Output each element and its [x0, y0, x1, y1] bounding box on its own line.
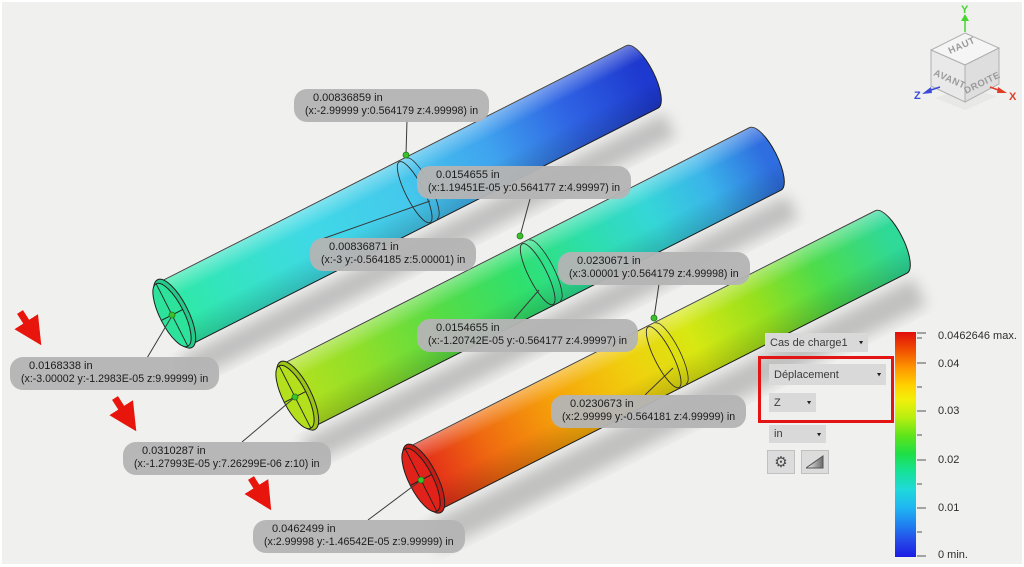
load-case-label: Cas de charge1 [770, 336, 848, 349]
measurement-callout: 0.0462499 in (x:2.99998 y:-1.46542E-05 z… [253, 520, 465, 553]
legend-ticks [917, 332, 926, 557]
red-arrow-icon [244, 476, 272, 511]
z-axis-label: Z [914, 90, 921, 102]
x-axis-label: X [1009, 91, 1017, 103]
result-type-dropdown[interactable]: Déplacement ▾ [769, 364, 886, 385]
z-axis-arrow-icon [922, 87, 932, 94]
measurement-callout: 0.0154655 in (x:-1.20742E-05 y:-0.564177… [417, 319, 639, 352]
callout-value: 0.0462499 in [272, 523, 336, 535]
callout-value: 0.00836859 in [313, 92, 383, 104]
unit-label: in [774, 428, 783, 440]
callout-coords: (x:2.99998 y:-1.46542E-05 z:9.99999) in [264, 536, 454, 548]
chevron-down-icon: ▾ [858, 338, 863, 347]
callout-coords: (x:3.00001 y:0.564179 z:4.99998) in [569, 268, 739, 280]
callout-coords: (x:-1.20742E-05 y:-0.564177 z:4.99997) i… [428, 335, 628, 347]
chevron-down-icon: ▾ [806, 398, 811, 407]
callout-value: 0.0154655 in [436, 322, 500, 334]
measurement-callout: 0.0230671 in (x:3.00001 y:0.564179 z:4.9… [558, 252, 750, 285]
legend-tick-label: 0.02 [938, 454, 960, 466]
result-type-label: Déplacement [774, 368, 839, 381]
legend-min-label: 0 min. [938, 549, 968, 561]
red-arrow-icon [14, 310, 42, 346]
measurement-callout: 0.0310287 in (x:-1.27993E-05 y:7.26299E-… [123, 442, 331, 475]
load-case-dropdown[interactable]: Cas de charge1 ▾ [765, 333, 868, 352]
legend-colorbar [895, 332, 916, 557]
chevron-down-icon: ▾ [816, 430, 821, 438]
x-axis-arrow-icon [997, 87, 1007, 93]
legend-tick-label: 0.03 [938, 405, 960, 417]
red-arrow-icon [109, 396, 137, 432]
callout-value: 0.0310287 in [142, 445, 206, 457]
callout-coords: (x:2.99999 y:-0.564181 z:4.99999) in [562, 411, 736, 423]
component-dropdown[interactable]: Z ▾ [769, 393, 816, 412]
callout-value: 0.0154655 in [436, 169, 500, 181]
callout-coords: (x:-3.00002 y:-1.2983E-05 z:9.99999) in [21, 373, 209, 385]
legend-max-label: 0.0462646 max. [938, 330, 1017, 342]
legend-tick-label: 0.01 [938, 502, 960, 514]
measurement-callout: 0.0154655 in (x:1.19451E-05 y:0.564177 z… [417, 166, 632, 199]
view-cube-right-face[interactable] [964, 47, 1000, 103]
gradient-triangle-icon [806, 455, 824, 469]
measurement-callout: 0.00836859 in (x:-2.99999 y:0.564179 z:4… [294, 89, 490, 122]
chevron-down-icon: ▾ [876, 370, 881, 379]
callout-coords: (x:-2.99999 y:0.564179 z:4.99998) in [305, 105, 479, 117]
y-axis-arrow-icon [961, 14, 969, 21]
callout-value: 0.0168338 in [29, 360, 93, 372]
callout-leader-lines [146, 119, 674, 521]
measurement-callout: 0.0230673 in (x:2.99999 y:-0.564181 z:4.… [551, 395, 747, 428]
unit-dropdown[interactable]: in ▾ [769, 425, 826, 443]
measurement-callout: 0.0168338 in (x:-3.00002 y:-1.2983E-05 z… [10, 357, 220, 390]
callout-value: 0.0230673 in [570, 398, 634, 410]
measurement-callout: 0.00836871 in (x:-3 y:-0.564185 z:5.0000… [310, 238, 477, 271]
y-axis-label: Y [961, 4, 969, 16]
callout-value: 0.00836871 in [329, 241, 399, 253]
gear-icon: ⚙ [774, 453, 788, 471]
callout-value: 0.0230671 in [577, 255, 641, 267]
probe-point-markers [168, 151, 658, 484]
legend-gradient-button[interactable] [801, 450, 829, 474]
component-label: Z [774, 396, 781, 409]
callout-coords: (x:-3 y:-0.564185 z:5.00001) in [321, 254, 466, 266]
legend-tick-label: 0.04 [938, 358, 960, 370]
settings-button[interactable]: ⚙ [767, 450, 795, 474]
view-cube[interactable]: HAUT AVANT DROITE Y Z X [900, 4, 1022, 116]
callout-coords: (x:1.19451E-05 y:0.564177 z:4.99997) in [428, 182, 621, 194]
callout-coords: (x:-1.27993E-05 y:7.26299E-06 z:10) in [134, 458, 320, 470]
red-arrow-annotations [14, 310, 272, 511]
